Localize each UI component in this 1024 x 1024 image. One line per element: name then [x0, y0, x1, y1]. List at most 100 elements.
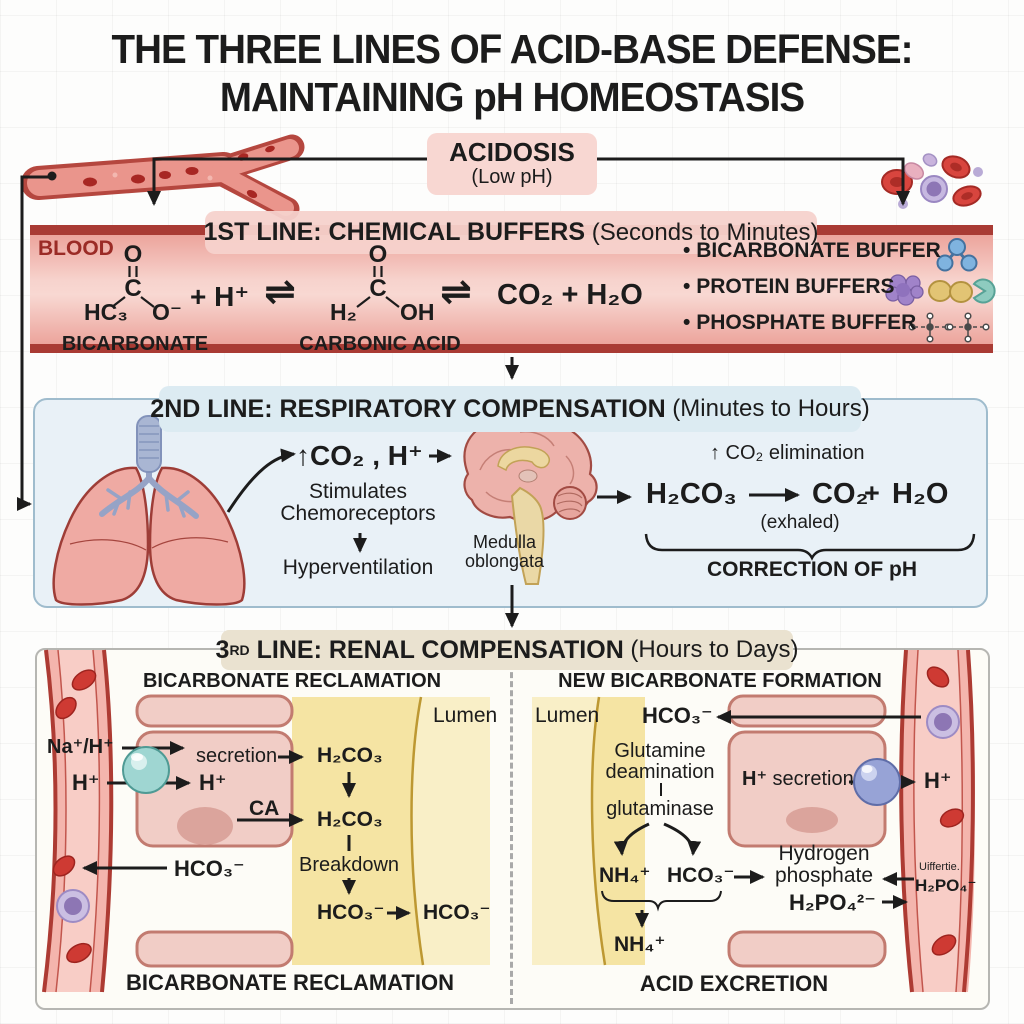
h-cell-label: H⁺ — [199, 770, 227, 795]
blood-vessel-right-icon — [899, 649, 975, 993]
correction-brace — [644, 533, 976, 561]
acidosis-box: ACIDOSIS (Low pH) — [427, 133, 597, 195]
hco3-reabsorbed-label: HCO₃⁻ — [174, 856, 245, 881]
stimulates-label: Stimulates Chemoreceptors — [280, 480, 436, 526]
line2-header: 2ND LINE: RESPIRATORY COMPENSATION (Minu… — [150, 386, 870, 432]
h-lumen-label: H⁺ — [924, 768, 952, 793]
line2-header-title: 2ND LINE: RESPIRATORY COMPENSATION — [150, 394, 666, 423]
acidosis-sub-label: (Low pH) — [471, 166, 553, 188]
line3-header-ordinal: RD — [229, 642, 250, 658]
bicarbonate-bond-lines — [111, 266, 155, 308]
correction-of-ph-label: CORRECTION OF pH — [707, 558, 917, 581]
glutaminase-left-arc — [613, 822, 650, 856]
h2po4-vessel-label: H₂PO₄⁻ — [915, 876, 977, 895]
h2o-label: H₂O — [892, 478, 949, 510]
page-title-line1: THE THREE LINES OF ACID-BASE DEFENSE: — [111, 26, 913, 72]
medulla-oblongata-label: Medulla oblongata — [464, 532, 545, 572]
acidosis-label: ACIDOSIS — [449, 137, 575, 167]
buffer-bullet-bicarbonate: • BICARBONATE BUFFER — [683, 239, 941, 262]
h2co3-lumen-mid-label: H₂CO₃ — [317, 808, 383, 831]
equilibrium-arrow-2: ⇌ — [440, 271, 472, 313]
phosphate-icon — [908, 312, 990, 343]
bullet-dot: • — [683, 311, 691, 334]
left-panel-title: BICARBONATE RECLAMATION — [142, 670, 442, 692]
hco3-cell-label: HCO₃⁻ — [317, 901, 385, 924]
carbonic-o-atom: O — [368, 241, 388, 268]
renal-panel-divider — [510, 654, 513, 1004]
line1-header-title: 1ST LINE: CHEMICAL BUFFERS — [203, 218, 586, 246]
nh4-bottom-label: NH₄⁺ — [614, 933, 666, 956]
h2co3-label: H₂CO₃ — [646, 478, 737, 510]
blood-vessel-left-icon — [42, 649, 114, 993]
carbonic-right-group: OH — [400, 299, 435, 325]
plus-sign: + — [864, 478, 880, 508]
glutamine-label: Glutamine — [614, 740, 706, 762]
na-h-label: Na⁺/H⁺ — [47, 736, 114, 758]
buffer-bullet-phosphate: • PHOSPHATE BUFFER — [683, 311, 917, 334]
carbonic-left-group: H₂ — [330, 299, 357, 325]
new-hco3-label: HCO₃⁻ — [642, 703, 713, 728]
co2-exhaled-label: CO₂ — [812, 478, 869, 510]
plus-h-label: + H⁺ — [190, 281, 250, 312]
transporter-teal-icon — [122, 746, 170, 794]
lumen-left — [292, 696, 490, 966]
secretion-label: secretion — [196, 745, 278, 767]
acidosis-right-arrow — [597, 157, 910, 206]
h2co3-lumen-top-label: H₂CO₃ — [317, 744, 383, 767]
right-panel-title: NEW BICARBONATE FORMATION — [558, 670, 882, 692]
carbonic-anhydrase-label: CA — [249, 797, 280, 820]
lumen-right-label: Lumen — [535, 704, 600, 727]
carbonic-acid-bond-lines — [356, 266, 400, 308]
co2-h2o-label: CO₂ + H₂O — [497, 279, 643, 311]
carbonic-c-atom: C — [369, 275, 387, 302]
nh4-top-label: NH₄⁺ — [599, 864, 651, 887]
protein-icons — [885, 274, 996, 306]
line3-header-time: (Hours to Days) — [623, 636, 799, 663]
blood-label: BLOOD — [38, 237, 114, 260]
bicarbonate-o-atom: O — [123, 241, 143, 268]
hyperventilation-label: Hyperventilation — [282, 556, 434, 579]
lungs-icon — [52, 415, 246, 606]
bicarbonate-right-group: O⁻ — [152, 299, 183, 325]
acidosis-left-arrow — [147, 157, 427, 206]
h-secretion-word: secretion — [767, 768, 854, 790]
left-panel-caption: BICARBONATE RECLAMATION — [126, 970, 454, 995]
bullet-dot: • — [683, 275, 691, 298]
tubule-cells-left — [135, 694, 294, 968]
nh4-hco3-brace — [601, 890, 722, 912]
co2-elimination-label: ↑ CO₂ elimination — [710, 442, 865, 464]
blood-cells-icon — [881, 153, 983, 209]
line3-header-num: 3 — [215, 635, 230, 664]
right-panel-caption: ACID EXCRETION — [639, 971, 829, 996]
buffer-bullet-protein: • PROTEIN BUFFERS — [683, 275, 895, 298]
co2-h-label: ↑CO₂ , H⁺ — [296, 440, 423, 471]
transporter-blue-icon — [853, 758, 901, 806]
vessel-to-lungs-arrow — [17, 175, 50, 511]
h2po4-cell-label: H₂PO₄²⁻ — [789, 890, 876, 915]
vessel-small-label: Uiffertie. — [919, 861, 960, 873]
hco3-lumen-label: HCO₃⁻ — [423, 901, 491, 924]
hydrogen-phosphate-label: Hydrogen phosphate — [774, 842, 874, 888]
h-secretion-label: H⁺ secretion — [742, 768, 854, 790]
artery-icon — [21, 134, 305, 221]
h-blood-label: H⁺ — [72, 770, 100, 795]
lumen-right — [532, 696, 645, 966]
lumen-left-label: Lumen — [433, 704, 498, 727]
bicarbonate-label: BICARBONATE — [61, 333, 209, 355]
glutaminase-label: glutaminase — [606, 798, 714, 820]
deamination-label: deamination — [605, 761, 715, 783]
bullet-dot: • — [683, 239, 691, 262]
h-secretion-h: H⁺ — [742, 768, 767, 790]
line1-header-time: (Seconds to Minutes) — [585, 218, 819, 246]
line1-header: 1ST LINE: CHEMICAL BUFFERS (Seconds to M… — [203, 211, 819, 254]
breakdown-label: Breakdown — [299, 854, 400, 876]
buffer-label-protein: PROTEIN BUFFERS — [696, 275, 895, 298]
buffer-label-phosphate: PHOSPHATE BUFFER — [696, 311, 917, 334]
bicarbonate-c-atom: C — [124, 275, 142, 302]
hco3-mid-right-label: HCO₃⁻ — [667, 864, 735, 887]
line3-header-title: LINE: RENAL COMPENSATION — [249, 635, 624, 664]
equilibrium-arrow-1: ⇌ — [264, 271, 296, 313]
bicarbonate-left-group: HC₃ — [84, 299, 128, 325]
